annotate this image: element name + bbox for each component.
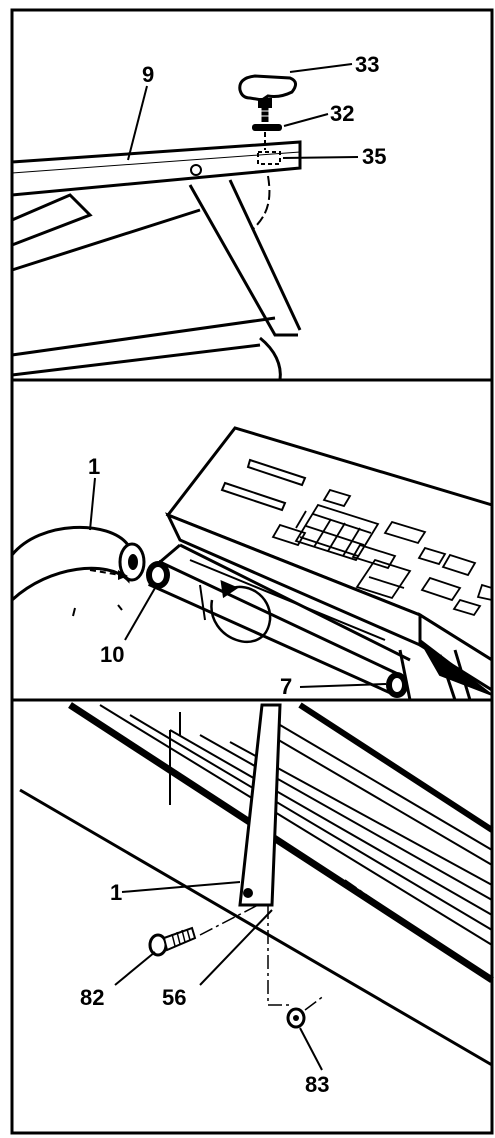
deck-slats xyxy=(99,704,493,946)
leader-lines-bottom xyxy=(114,881,323,1071)
callout-35: 35 xyxy=(362,144,386,169)
callout-33: 33 xyxy=(355,52,379,77)
end-cap-part-10 xyxy=(146,561,170,589)
callout-7: 7 xyxy=(280,674,292,699)
support-legs xyxy=(398,649,472,701)
callout-56: 56 xyxy=(162,985,186,1010)
knob-part-33 xyxy=(238,74,297,122)
console-display-strips xyxy=(220,458,307,512)
bolt-part-82 xyxy=(148,926,197,957)
callout-83: 83 xyxy=(305,1072,329,1097)
leader-lines-top xyxy=(127,63,359,161)
rail-part-9 xyxy=(10,140,302,197)
callout-32: 32 xyxy=(330,101,354,126)
nut-part-83 xyxy=(286,1007,306,1029)
end-cap-part-7 xyxy=(386,672,408,698)
callout-1-bottom: 1 xyxy=(110,880,122,905)
panel-top: 9 33 32 35 xyxy=(10,52,386,381)
washer-part-32 xyxy=(252,124,282,131)
frame-legs xyxy=(11,179,302,381)
callout-10: 10 xyxy=(100,642,124,667)
upright-tube-part-1 xyxy=(238,703,282,907)
hidden-insert-part-35 xyxy=(251,151,281,231)
callout-82: 82 xyxy=(80,985,104,1010)
panel-middle: 1 10 7 xyxy=(10,426,494,701)
rotation-arrow xyxy=(210,579,272,644)
assembly-centerlines xyxy=(199,879,476,1011)
tube-part-1 xyxy=(10,525,146,617)
panel-bottom: 1 82 56 83 xyxy=(19,702,494,1097)
console-keypad xyxy=(271,488,493,617)
leader-lines-middle xyxy=(89,477,387,688)
callout-1-middle: 1 xyxy=(88,454,100,479)
callout-9: 9 xyxy=(142,62,154,87)
